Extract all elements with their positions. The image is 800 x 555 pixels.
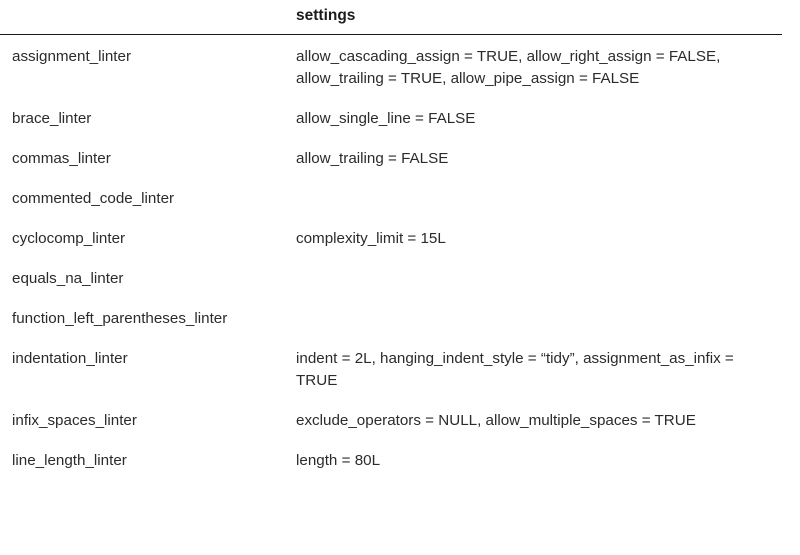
cell-linter-settings: complexity_limit = 15L [296, 230, 446, 248]
cell-linter-settings [284, 259, 782, 299]
table-row: assignment_linter allow_cascading_assign … [0, 35, 782, 100]
column-header-linter [0, 0, 284, 35]
table-row: indentation_linter indent = 2L, hanging_i… [0, 339, 782, 401]
table-row: brace_linter allow_single_line = FALSE [0, 99, 782, 139]
table-row: commented_code_linter [0, 179, 782, 219]
table-header: settings [0, 0, 782, 35]
table-header-row: settings [0, 0, 782, 35]
cell-linter-name: function_left_parentheses_linter [12, 310, 228, 328]
table-row: commas_linter allow_trailing = FALSE [0, 139, 782, 179]
cell-linter-name: line_length_linter [12, 452, 127, 470]
cell-linter-settings: length = 80L [296, 452, 381, 470]
cell-linter-name: brace_linter [12, 110, 92, 128]
table-row: equals_na_linter [0, 259, 782, 299]
table-row: function_left_parentheses_linter [0, 299, 782, 339]
cell-linter-name: commas_linter [12, 150, 111, 168]
cell-linter-settings: allow_trailing = FALSE [296, 150, 449, 168]
cell-linter-name: equals_na_linter [12, 270, 124, 288]
cell-linter-name: infix_spaces_linter [12, 412, 137, 430]
cell-linter-settings: indent = 2L, hanging_indent_style = “tid… [296, 350, 734, 390]
settings-table-container: settings assignment_linter allow_cascadin… [0, 0, 782, 482]
column-header-settings: settings [296, 7, 356, 24]
linter-settings-table: settings assignment_linter allow_cascadin… [0, 0, 782, 482]
cell-linter-name: cyclocomp_linter [12, 230, 126, 248]
cell-linter-settings: allow_single_line = FALSE [296, 110, 476, 128]
cell-linter-settings: exclude_operators = NULL, allow_multiple… [296, 412, 696, 430]
cell-linter-name: assignment_linter [12, 48, 132, 65]
cell-linter-settings: allow_cascading_assign = TRUE, allow_rig… [296, 48, 721, 88]
cell-linter-settings [284, 299, 782, 339]
table-row: line_length_linter length = 80L [0, 441, 782, 481]
cell-linter-name: indentation_linter [12, 350, 128, 368]
cell-linter-name: commented_code_linter [12, 190, 175, 208]
table-row: cyclocomp_linter complexity_limit = 15L [0, 219, 782, 259]
table-row: infix_spaces_linter exclude_operators = N… [0, 401, 782, 441]
cell-linter-settings [284, 179, 782, 219]
table-body: assignment_linter allow_cascading_assign … [0, 35, 782, 482]
